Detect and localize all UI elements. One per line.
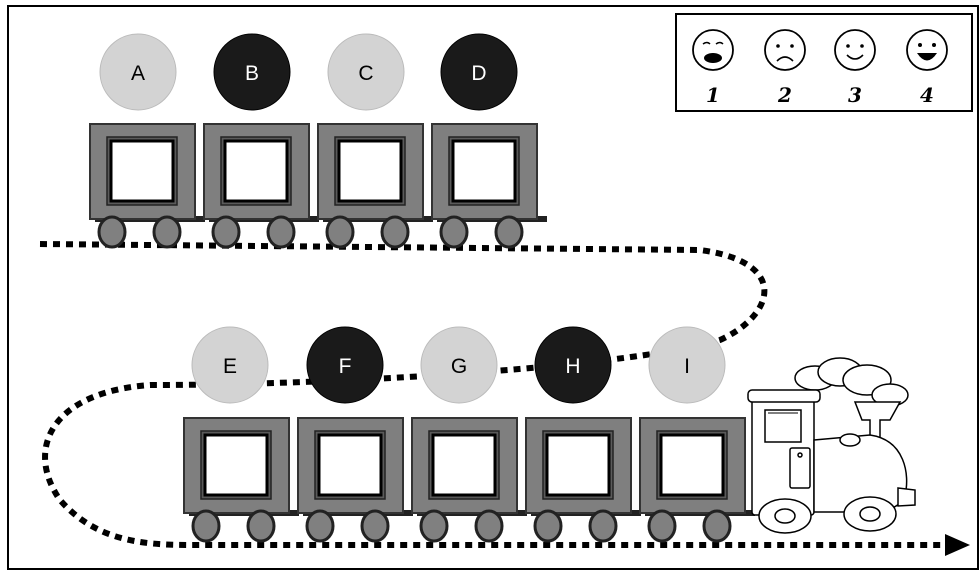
laughing-face: 4 <box>906 29 948 107</box>
wheel-icon <box>360 509 390 543</box>
circle-label: F <box>339 355 352 378</box>
crying-face: 1 <box>692 29 734 107</box>
circle-g: G <box>420 326 498 404</box>
wagons <box>89 123 755 543</box>
wheel-icon <box>439 215 469 249</box>
wheel-icon <box>702 509 732 543</box>
sad-face: 2 <box>764 29 806 107</box>
wheel-icon <box>380 215 410 249</box>
circle-d: D <box>440 33 518 111</box>
rating-scale: 1 2 3 4 <box>675 13 973 112</box>
circle-i: I <box>648 326 726 404</box>
wheel-icon <box>647 509 677 543</box>
track-arrow-icon <box>945 534 970 556</box>
circle-c: C <box>327 33 405 111</box>
circle-a: A <box>99 33 177 111</box>
wagon <box>639 417 755 543</box>
circle-label: G <box>451 355 467 378</box>
wheel-icon <box>474 509 504 543</box>
wagon <box>525 417 641 543</box>
circle-label: A <box>131 62 145 85</box>
circle-label: B <box>245 62 259 85</box>
circle-label: C <box>358 62 373 85</box>
wagon <box>411 417 527 543</box>
scale-number: 3 <box>848 83 862 107</box>
wagon <box>89 123 205 249</box>
circle-label: I <box>684 355 690 378</box>
wagon <box>203 123 319 249</box>
wheel-icon <box>246 509 276 543</box>
wheel-icon <box>211 215 241 249</box>
scale-number: 2 <box>777 83 792 107</box>
wheel-icon <box>305 509 335 543</box>
dotted-track <box>39 241 945 548</box>
circle-h: H <box>534 326 612 404</box>
wheel-icon <box>97 215 127 249</box>
circle-e: E <box>191 326 269 404</box>
wheel-icon <box>191 509 221 543</box>
wheel-icon <box>419 509 449 543</box>
wheel-icon <box>533 509 563 543</box>
circle-b: B <box>213 33 291 111</box>
wheel-icon <box>325 215 355 249</box>
wheel-icon <box>152 215 182 249</box>
circle-label: D <box>471 62 486 85</box>
wagon <box>317 123 433 249</box>
circle-label: H <box>565 355 580 378</box>
wagon <box>183 417 299 543</box>
wagon <box>297 417 413 543</box>
locomotive-icon <box>747 357 916 534</box>
wheel-icon <box>266 215 296 249</box>
scale-number: 4 <box>920 83 934 107</box>
letter-circles: A B C D E F G H I <box>99 33 726 404</box>
wheel-icon <box>494 215 524 249</box>
wheel-icon <box>588 509 618 543</box>
wagon <box>431 123 547 249</box>
circle-label: E <box>223 355 237 378</box>
scale-number: 1 <box>706 83 720 107</box>
circle-f: F <box>306 326 384 404</box>
smiling-face: 3 <box>834 29 876 107</box>
